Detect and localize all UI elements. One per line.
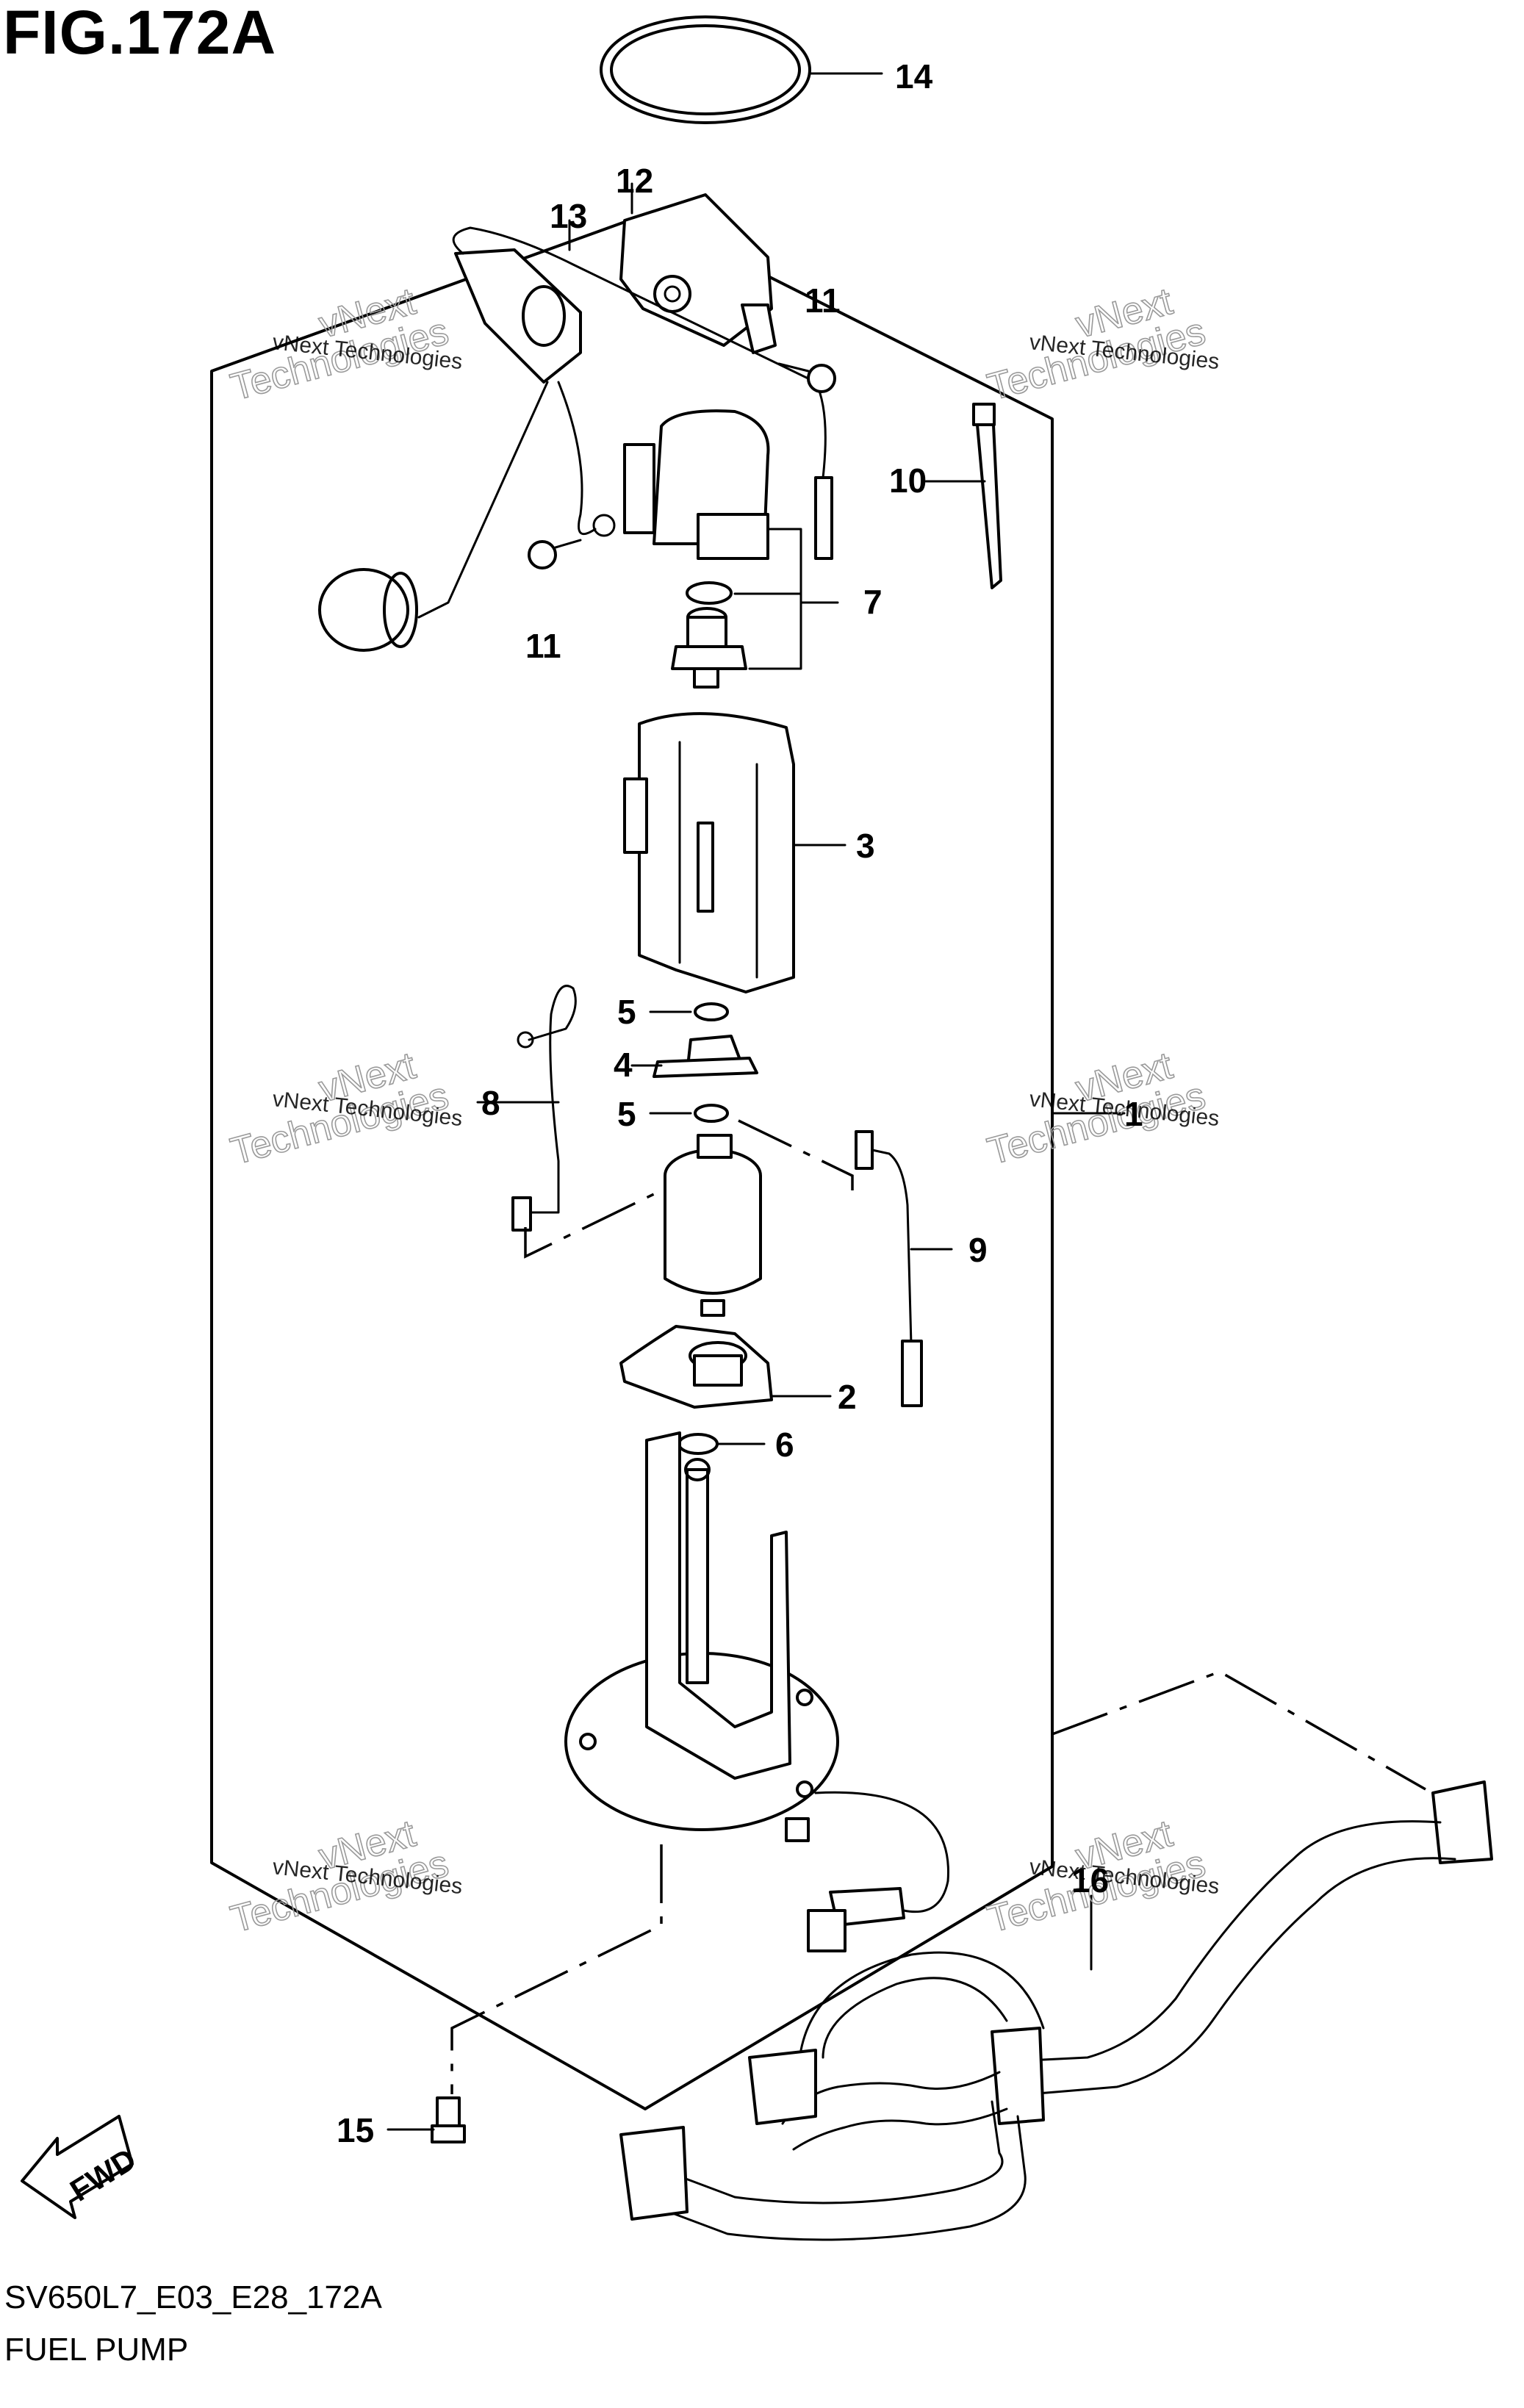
callout-11-lower[interactable]: 11 xyxy=(525,627,561,665)
callout-6[interactable]: 6 xyxy=(775,1426,794,1464)
part-12-sender-bracket[interactable] xyxy=(619,182,777,354)
part-10-cable-tie[interactable] xyxy=(972,403,1002,589)
watermark-mid-right: Technologies vNext vNext Technologies xyxy=(982,1043,1221,1174)
callout-4[interactable]: 4 xyxy=(614,1046,633,1084)
figure-code: SV650L7_E03_E28_172A xyxy=(4,2279,382,2315)
part-15-screw[interactable] xyxy=(431,2096,466,2143)
part-11-screw-upper[interactable] xyxy=(777,362,836,393)
callout-9[interactable]: 9 xyxy=(968,1231,988,1269)
watermark-top-left: Technologies vNext vNext Technologies xyxy=(226,279,464,409)
fwd-arrow-icon: FWD xyxy=(21,2115,142,2219)
callout-5-upper[interactable]: 5 xyxy=(617,993,636,1031)
callout-11-upper[interactable]: 11 xyxy=(805,281,841,320)
assembly-frame xyxy=(210,213,1054,2110)
float[interactable] xyxy=(318,568,409,652)
callout-7[interactable]: 7 xyxy=(863,583,883,621)
callout-15[interactable]: 15 xyxy=(337,2111,374,2149)
part-9-wire-lead[interactable] xyxy=(855,1130,923,1407)
callout-16[interactable]: 16 xyxy=(1071,1861,1109,1900)
callout-8[interactable]: 8 xyxy=(481,1084,500,1122)
part-16-fuel-hose-assembly[interactable] xyxy=(619,1780,1493,2241)
part-2-fuel-filter-gasket[interactable] xyxy=(619,1325,773,1409)
callout-14[interactable]: 14 xyxy=(895,57,933,96)
watermark-bottom-left: Technologies vNext vNext Technologies xyxy=(226,1811,464,1941)
part-6-o-ring[interactable] xyxy=(677,1433,719,1455)
part-5-o-ring-upper[interactable] xyxy=(694,1002,729,1021)
watermark-mid-left: Technologies vNext vNext Technologies xyxy=(226,1043,464,1174)
callout-5-lower[interactable]: 5 xyxy=(617,1095,636,1133)
callout-2[interactable]: 2 xyxy=(838,1378,857,1416)
part-8-wire-lead[interactable] xyxy=(511,985,577,1232)
pump-base-plate[interactable] xyxy=(564,1431,949,1952)
callout-1[interactable]: 1 xyxy=(1124,1095,1143,1133)
watermark-top-right: Technologies vNext vNext Technologies xyxy=(982,279,1221,409)
part-14-o-ring[interactable] xyxy=(600,15,811,124)
part-3-pump-case[interactable] xyxy=(623,712,795,993)
figure-name: FUEL PUMP xyxy=(4,2332,189,2368)
callout-12[interactable]: 12 xyxy=(616,162,653,200)
callout-10[interactable]: 10 xyxy=(889,461,927,500)
callout-3[interactable]: 3 xyxy=(856,827,875,865)
part-4-check-valve[interactable] xyxy=(653,1035,758,1078)
figure-title: FIG.172A xyxy=(3,0,277,67)
part-1-fuel-pump[interactable] xyxy=(664,1134,762,1317)
part-13-fuel-level-gauge[interactable] xyxy=(417,226,833,619)
part-7-pressure-regulator[interactable] xyxy=(623,409,770,689)
part-5-o-ring-lower[interactable] xyxy=(694,1104,729,1123)
part-11-screw-lower[interactable] xyxy=(528,514,616,569)
callout-13[interactable]: 13 xyxy=(550,197,587,235)
